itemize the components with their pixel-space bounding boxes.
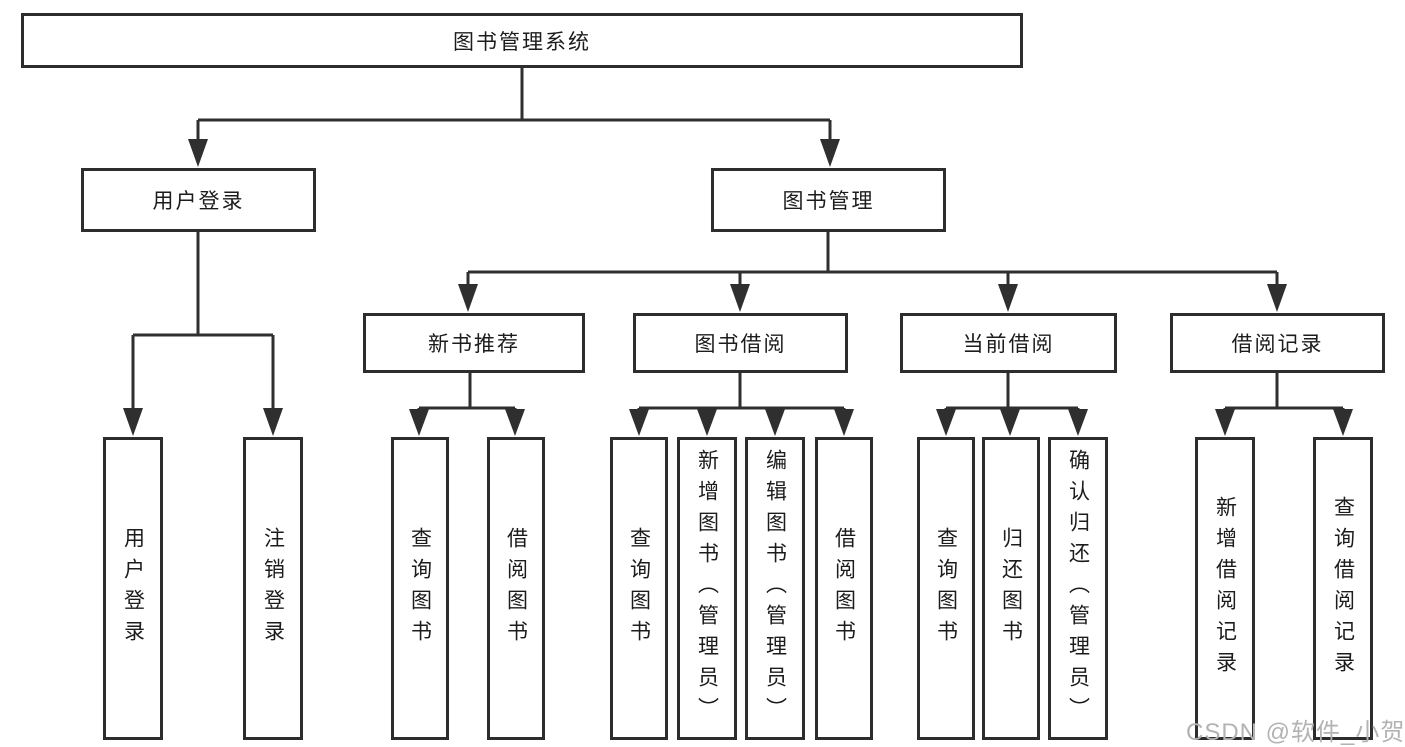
arrowheads bbox=[123, 139, 1353, 436]
leaf-label: 查询借阅记录 bbox=[1331, 495, 1355, 682]
node-label: 新书推荐 bbox=[428, 333, 520, 356]
node-user-login: 用户登录 bbox=[81, 168, 316, 232]
leaf-edit-books-admin: 编辑图书（管理员） bbox=[745, 437, 805, 740]
leaf-add-books-admin: 新增图书（管理员） bbox=[677, 437, 737, 740]
leaf-label: 借阅图书 bbox=[504, 526, 528, 651]
leaf-label: 新增借阅记录 bbox=[1213, 495, 1237, 682]
leaf-query-borrow-record: 查询借阅记录 bbox=[1313, 437, 1373, 740]
node-new-book-recommend: 新书推荐 bbox=[363, 313, 585, 373]
leaf-borrow-books-1: 借阅图书 bbox=[487, 437, 545, 740]
node-borrow-records: 借阅记录 bbox=[1170, 313, 1385, 373]
leaf-label: 查询图书 bbox=[408, 526, 432, 651]
leaf-label: 新增图书（管理员） bbox=[695, 449, 719, 728]
node-label: 图书管理系统 bbox=[453, 30, 591, 54]
leaf-label: 注销登录 bbox=[261, 526, 285, 651]
node-book-management: 图书管理 bbox=[711, 168, 946, 232]
node-system-root: 图书管理系统 bbox=[21, 13, 1023, 68]
leaf-label: 归还图书 bbox=[999, 526, 1023, 651]
leaf-query-books-3: 查询图书 bbox=[917, 437, 975, 740]
leaf-label: 编辑图书（管理员） bbox=[763, 449, 787, 728]
leaf-borrow-books-2: 借阅图书 bbox=[815, 437, 873, 740]
node-current-borrowing: 当前借阅 bbox=[900, 313, 1117, 373]
leaf-label: 查询图书 bbox=[934, 526, 958, 651]
leaf-label: 借阅图书 bbox=[832, 526, 856, 651]
leaf-return-books: 归还图书 bbox=[982, 437, 1040, 740]
node-label: 借阅记录 bbox=[1231, 333, 1324, 356]
leaf-logout: 注销登录 bbox=[243, 437, 303, 740]
node-label: 图书借阅 bbox=[694, 333, 787, 356]
node-label: 用户登录 bbox=[152, 190, 245, 213]
leaf-user-login: 用户登录 bbox=[103, 437, 163, 740]
leaf-label: 查询图书 bbox=[627, 526, 651, 651]
leaf-label: 用户登录 bbox=[121, 526, 145, 651]
csdn-watermark: CSDN @软件_小贺同学 bbox=[1186, 719, 1405, 746]
node-label: 当前借阅 bbox=[962, 333, 1055, 356]
leaf-confirm-return-admin: 确认归还（管理员） bbox=[1048, 437, 1108, 740]
node-book-borrowing: 图书借阅 bbox=[633, 313, 848, 373]
leaf-query-books-2: 查询图书 bbox=[610, 437, 668, 740]
leaf-add-borrow-record: 新增借阅记录 bbox=[1195, 437, 1255, 740]
leaf-query-books-1: 查询图书 bbox=[391, 437, 449, 740]
leaf-label: 确认归还（管理员） bbox=[1066, 449, 1090, 728]
node-label: 图书管理 bbox=[782, 190, 875, 213]
